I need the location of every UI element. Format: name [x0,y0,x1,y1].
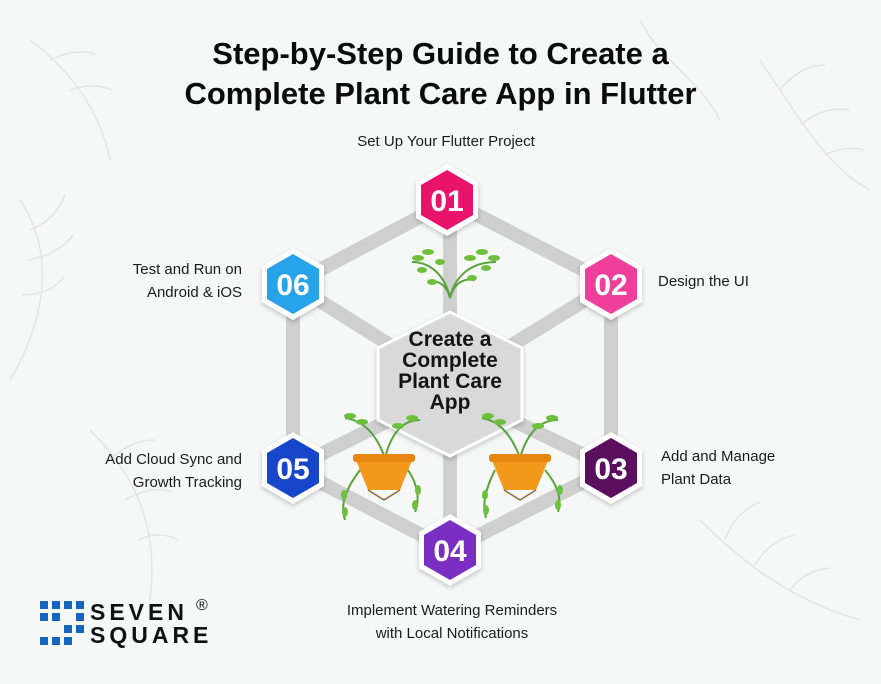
step-number: 05 [276,453,309,486]
title-line-2: Complete Plant Care App in Flutter [184,76,697,111]
step-label-02: Design the UI [658,270,818,293]
step-node-04: 04 [419,514,481,586]
step-label-line: Test and Run on [132,261,242,278]
step-number: 02 [594,269,627,302]
logo-line-1: SEVEN [90,599,188,625]
step-label-line: Add Cloud Sync and [105,451,242,468]
center-line-1: Create a [408,328,492,351]
step-number: 06 [276,269,309,302]
logo-line-2: SQUARE [90,622,213,648]
step-label-01: Set Up Your Flutter Project [300,130,592,153]
step-number: 04 [433,535,467,568]
step-label-05: Add Cloud Sync and Growth Tracking [40,448,242,494]
step-label-03: Add and Manage Plant Data [661,445,841,491]
step-label-line: Set Up Your Flutter Project [357,133,535,150]
center-line-2: Complete [402,349,498,372]
center-line-4: App [429,391,471,414]
step-label-line: Plant Data [661,471,732,488]
step-label-line: Android & iOS [146,284,242,301]
step-label-line: Design the UI [658,273,749,290]
step-node-03: 03 [580,432,642,504]
center-line-3: Plant Care [398,370,502,393]
step-node-02: 02 [580,248,642,320]
potted-plant-icon [481,413,563,519]
step-label-06: Test and Run on Android & iOS [80,258,242,304]
registered-mark: ® [196,597,208,614]
step-label-04: Implement Watering Reminders with Local … [300,599,604,645]
page-title: Step-by-Step Guide to Create a Complete … [0,34,881,114]
title-line-1: Step-by-Step Guide to Create a [212,36,669,71]
step-label-line: Implement Watering Reminders [346,602,558,619]
potted-plant-icon [341,413,421,521]
step-number: 01 [430,185,463,218]
step-node-06: 06 [262,248,324,320]
step-number: 03 [594,453,627,486]
logo-wordmark: SEVEN SQUARE [90,601,212,647]
hanging-plant-icon [411,249,500,299]
logo-mark-icon [40,601,84,645]
step-label-line: Add and Manage [661,448,776,465]
step-label-line: Growth Tracking [132,474,242,491]
center-title: Create a Complete Plant Care App [378,329,522,413]
step-node-01: 01 [416,164,478,236]
step-label-line: with Local Notifications [375,625,529,642]
step-node-05: 05 [262,432,324,504]
